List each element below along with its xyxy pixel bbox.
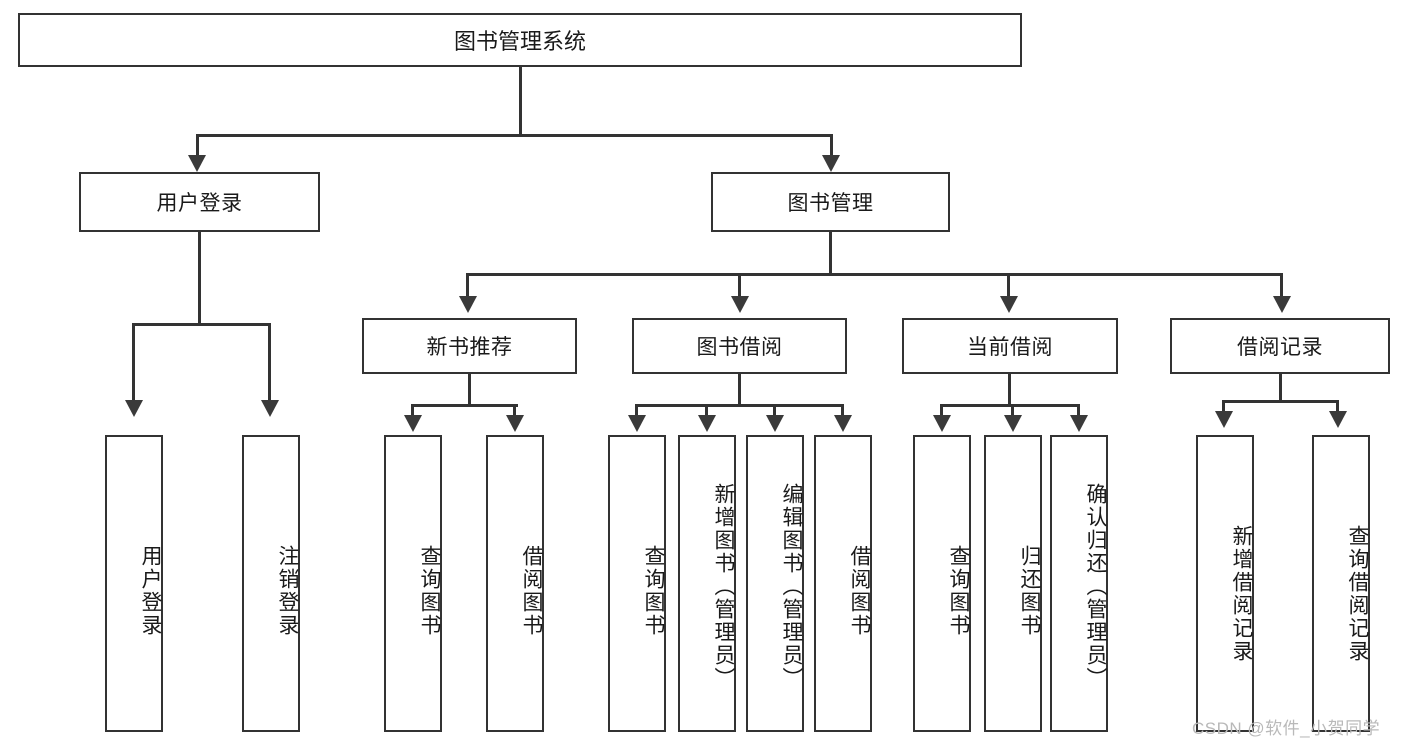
arrow-to-book-borrow: [731, 296, 749, 313]
connector-bb-stem: [738, 374, 741, 407]
arrow-to-leaf-query-book-3: [933, 415, 951, 432]
arrow-to-leaf-query-book-2: [628, 415, 646, 432]
node-current-borrow-label: 当前借阅: [967, 336, 1053, 359]
node-leaf-query-record[interactable]: 查询借阅记录: [1312, 435, 1370, 732]
node-leaf-return-book-label: 归还图书: [1018, 544, 1041, 637]
node-leaf-confirm-return-label: 确认归还（管理员）: [1084, 483, 1107, 690]
connector-bm-drop-3: [1007, 273, 1010, 300]
connector-bm-drop-1: [466, 273, 469, 300]
connector-root-to-book-manage: [830, 134, 833, 158]
node-leaf-query-book-2[interactable]: 查询图书: [608, 435, 666, 732]
connector-user-login-drop-1: [132, 323, 135, 403]
connector-bb-bus: [635, 404, 843, 407]
arrow-to-leaf-query-book-1: [404, 415, 422, 432]
node-book-borrow-label: 图书借阅: [696, 336, 783, 359]
node-leaf-edit-book[interactable]: 编辑图书（管理员）: [746, 435, 804, 732]
arrow-to-leaf-return-book: [1004, 415, 1022, 432]
arrow-to-leaf-borrow-book-1: [506, 415, 524, 432]
arrow-to-leaf-query-record: [1329, 411, 1347, 428]
node-leaf-query-book-3[interactable]: 查询图书: [913, 435, 971, 732]
connector-user-login-drop-2: [268, 323, 271, 403]
connector-br-drop-1: [1222, 400, 1225, 414]
arrow-to-leaf-confirm-return: [1070, 415, 1088, 432]
connector-book-manage-stem: [829, 232, 832, 276]
node-leaf-query-book-2-label: 查询图书: [642, 544, 665, 637]
node-leaf-add-record-label: 新增借阅记录: [1230, 524, 1253, 663]
connector-root-to-user-login: [196, 134, 199, 158]
connector-bm-drop-2: [738, 273, 741, 300]
arrow-to-leaf-add-book: [698, 415, 716, 432]
arrow-root-to-book-manage: [822, 155, 840, 172]
node-new-book-recommend[interactable]: 新书推荐: [362, 318, 577, 374]
connector-nbr-drop-2: [513, 404, 516, 418]
node-user-login[interactable]: 用户登录: [79, 172, 320, 232]
connector-br-bus: [1222, 400, 1339, 403]
arrow-to-leaf-add-record: [1215, 411, 1233, 428]
node-leaf-borrow-book-2[interactable]: 借阅图书: [814, 435, 872, 732]
arrow-root-to-user-login: [188, 155, 206, 172]
node-borrow-record[interactable]: 借阅记录: [1170, 318, 1390, 374]
node-leaf-return-book[interactable]: 归还图书: [984, 435, 1042, 732]
connector-bb-drop-4: [841, 404, 844, 418]
connector-br-stem: [1279, 374, 1282, 403]
connector-nbr-stem: [468, 374, 471, 407]
node-leaf-user-logout-label: 注销登录: [276, 544, 299, 637]
node-leaf-query-book-1[interactable]: 查询图书: [384, 435, 442, 732]
node-leaf-borrow-book-1-label: 借阅图书: [520, 544, 543, 637]
connector-bb-drop-1: [635, 404, 638, 418]
node-root-label: 图书管理系统: [453, 29, 586, 54]
connector-user-login-bus: [132, 323, 270, 326]
node-new-book-recommend-label: 新书推荐: [426, 336, 513, 359]
connector-user-login-stem: [198, 232, 201, 326]
arrow-to-borrow-record: [1273, 296, 1291, 313]
node-leaf-query-record-label: 查询借阅记录: [1346, 524, 1369, 663]
node-leaf-user-login-label: 用户登录: [139, 544, 162, 637]
connector-nbr-bus: [411, 404, 518, 407]
node-leaf-add-book-label: 新增图书（管理员）: [712, 483, 735, 690]
node-leaf-borrow-book-1[interactable]: 借阅图书: [486, 435, 544, 732]
connector-bb-drop-2: [705, 404, 708, 418]
node-root[interactable]: 图书管理系统: [18, 13, 1022, 67]
node-leaf-user-logout[interactable]: 注销登录: [242, 435, 300, 732]
node-leaf-user-login[interactable]: 用户登录: [105, 435, 163, 732]
connector-cb-bus: [940, 404, 1079, 407]
csdn-watermark: CSDN @软件_小贺同学: [1192, 719, 1381, 738]
connector-book-manage-bus: [466, 273, 1283, 276]
arrow-to-new-book-recommend: [459, 296, 477, 313]
connector-root-bus: [196, 134, 833, 137]
node-book-borrow[interactable]: 图书借阅: [632, 318, 847, 374]
node-book-manage-label: 图书管理: [787, 192, 874, 215]
connector-nbr-drop-1: [411, 404, 414, 418]
node-leaf-query-book-3-label: 查询图书: [947, 544, 970, 637]
connector-cb-stem: [1008, 374, 1011, 407]
node-leaf-edit-book-label: 编辑图书（管理员）: [780, 483, 803, 690]
connector-cb-drop-3: [1077, 404, 1080, 418]
connector-cb-drop-1: [940, 404, 943, 418]
connector-bb-drop-3: [773, 404, 776, 418]
arrow-to-leaf-borrow-book-2: [834, 415, 852, 432]
arrow-to-leaf-user-login: [125, 400, 143, 417]
node-user-login-label: 用户登录: [156, 192, 243, 215]
node-book-manage[interactable]: 图书管理: [711, 172, 950, 232]
arrow-to-leaf-edit-book: [766, 415, 784, 432]
connector-root-stem: [519, 67, 522, 136]
node-leaf-add-record[interactable]: 新增借阅记录: [1196, 435, 1254, 732]
connector-br-drop-2: [1336, 400, 1339, 414]
node-leaf-add-book[interactable]: 新增图书（管理员）: [678, 435, 736, 732]
node-leaf-borrow-book-2-label: 借阅图书: [848, 544, 871, 637]
node-borrow-record-label: 借阅记录: [1237, 336, 1323, 359]
node-leaf-confirm-return[interactable]: 确认归还（管理员）: [1050, 435, 1108, 732]
arrow-to-current-borrow: [1000, 296, 1018, 313]
connector-cb-drop-2: [1011, 404, 1014, 418]
node-current-borrow[interactable]: 当前借阅: [902, 318, 1118, 374]
connector-bm-drop-4: [1280, 273, 1283, 300]
arrow-to-leaf-user-logout: [261, 400, 279, 417]
node-leaf-query-book-1-label: 查询图书: [418, 544, 441, 637]
